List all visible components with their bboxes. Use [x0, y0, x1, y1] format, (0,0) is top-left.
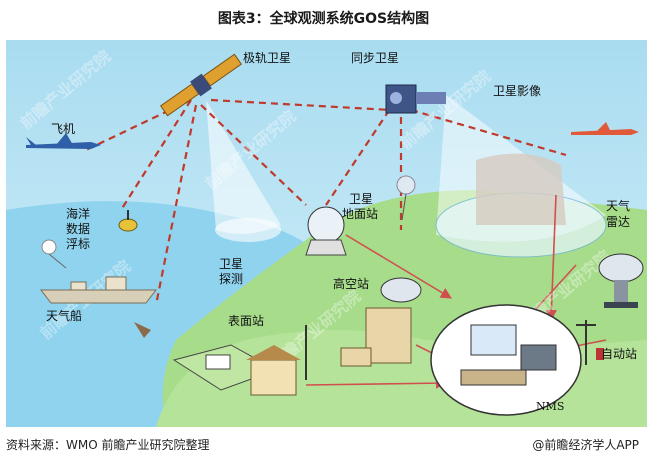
cloud-rain — [476, 153, 566, 225]
polar-beam-footprint — [215, 218, 281, 242]
label-surface-station: 表面站 — [228, 314, 264, 328]
label-weather-ship: 天气船 — [46, 308, 82, 323]
label-aircraft: 飞机 — [51, 122, 75, 136]
polar-satellite-beam — [206, 100, 281, 234]
surface-station-icon — [172, 325, 307, 396]
label-weather-radar-2: 雷达 — [606, 215, 630, 229]
ground-station-icon — [305, 206, 347, 256]
figure-title: 图表3：全球观测系统GOS结构图 — [217, 11, 430, 27]
label-satellite-image: 卫星影像 — [493, 84, 541, 98]
gos-diagram: 前瞻产业研究院 前瞻产业研究院 前瞻产业研究院 前瞻产业研究院 前瞻产业研究院 … — [6, 40, 647, 427]
source-note: 资料来源：WMO 前瞻产业研究院整理 — [6, 438, 210, 452]
label-ocean-buoy-3: 浮标 — [66, 237, 90, 251]
brand-note: @前瞻经济学人APP — [532, 438, 639, 452]
label-satellite-probe-1: 卫星 — [219, 257, 243, 271]
label-auto-station: 自动站 — [601, 347, 637, 361]
aircraft-left-icon — [26, 133, 101, 149]
label-ocean-buoy-1: 海洋 — [66, 206, 90, 221]
label-satellite-probe-2: 探测 — [219, 272, 243, 286]
label-ground-station-1: 卫星 — [349, 192, 373, 206]
label-ground-station-2: 地面站 — [342, 207, 378, 221]
weather-radar-icon — [598, 253, 644, 308]
weather-ship-icon — [39, 276, 158, 304]
label-upper-air-station: 高空站 — [333, 276, 369, 291]
geo-satellite-icon — [385, 84, 446, 114]
small-balloon-icon — [41, 239, 67, 269]
sonde-icon — [134, 322, 151, 338]
label-nms: NMS — [536, 400, 564, 413]
nms-center-icon — [430, 304, 582, 416]
polar-satellite-icon — [160, 53, 242, 117]
weather-balloon-icon — [396, 175, 416, 221]
label-weather-radar-1: 天气 — [606, 198, 630, 213]
label-ocean-buoy-2: 数据 — [66, 221, 90, 236]
upper-air-station-icon — [340, 277, 422, 367]
aircraft-right-icon — [571, 122, 639, 135]
label-polar-satellite: 极轨卫星 — [243, 51, 291, 65]
satellite-links — [85, 98, 567, 306]
automatic-station-icon — [576, 320, 604, 365]
label-geo-satellite: 同步卫星 — [351, 51, 399, 65]
ocean-buoy-icon — [118, 210, 138, 232]
